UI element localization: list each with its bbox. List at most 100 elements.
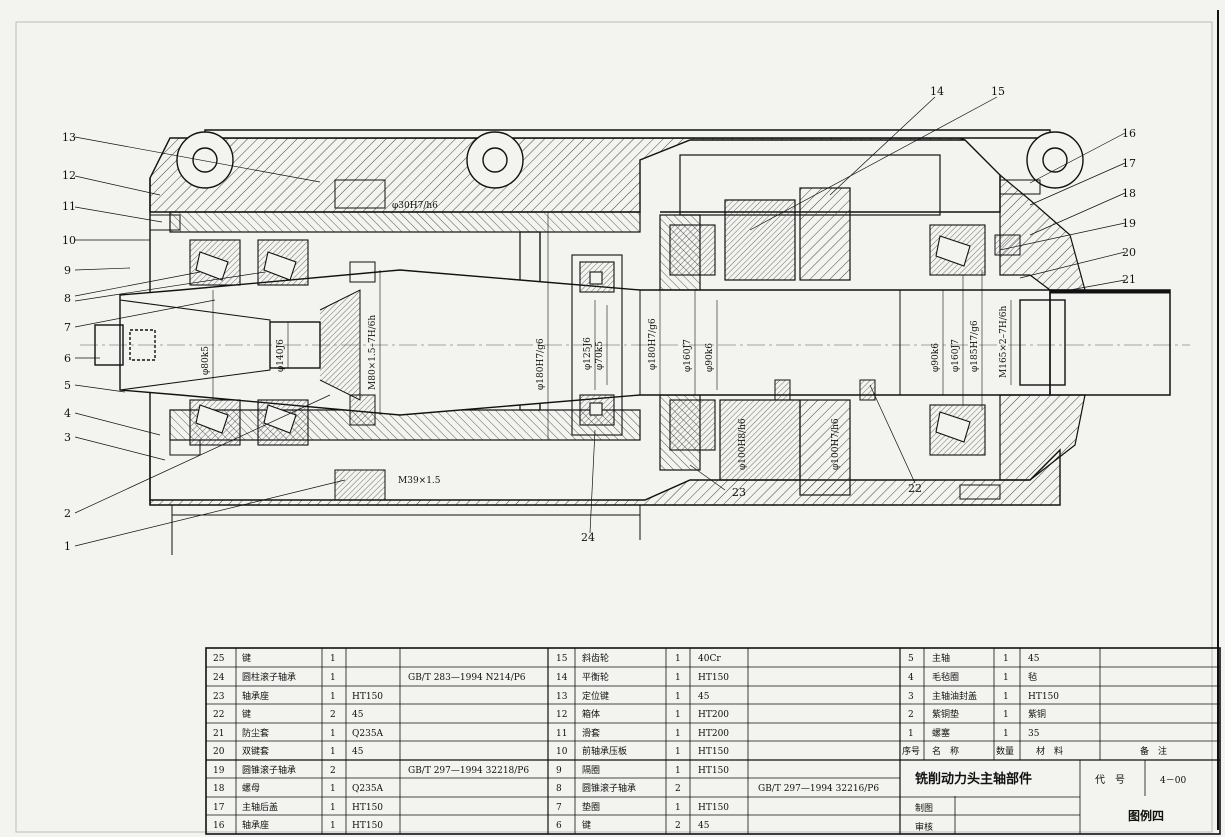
dim-30h7: φ30H7/h6 <box>392 201 438 211</box>
dim-160j7-b: φ160J7 <box>951 339 961 372</box>
bom-name: 键 <box>582 819 591 831</box>
bom-qty: 2 <box>675 821 681 831</box>
bom-name: 螺母 <box>242 783 260 794</box>
bom-qty: 1 <box>675 729 681 739</box>
figure-number: 图例四 <box>1128 808 1164 823</box>
dim-180h7-b: φ180H7/g6 <box>648 318 658 370</box>
bom-no: 11 <box>556 729 567 739</box>
callout-10: 10 <box>62 234 76 247</box>
bom-no: 9 <box>556 766 562 776</box>
bom-mat: HT150 <box>1028 692 1059 702</box>
callout-20: 20 <box>1122 246 1136 259</box>
bom-name: 防尘套 <box>242 727 269 739</box>
bom-qty: 1 <box>330 821 336 831</box>
callout-11: 11 <box>62 200 76 213</box>
bom-mat: HT150 <box>352 692 383 702</box>
bom-mat: HT150 <box>698 747 729 757</box>
bom-qty: 1 <box>330 803 336 813</box>
bom-qty: 1 <box>675 766 681 776</box>
dim-90k6-a: φ90k6 <box>705 343 715 372</box>
bom-name: 滑套 <box>582 727 600 739</box>
bom-col1-text: 25 键 1 24 圆柱滚子轴承 1 GB/T 283—1994 N214/P6… <box>213 652 529 831</box>
callout-15: 15 <box>991 85 1005 98</box>
bom-name: 毛毡圈 <box>932 671 959 683</box>
code-label: 代 号 <box>1095 774 1125 786</box>
callout-8: 8 <box>64 292 71 305</box>
bom-mat: 40Cr <box>698 654 721 664</box>
callout-5: 5 <box>64 379 71 392</box>
bom-qty: 1 <box>675 710 681 720</box>
bom-qty: 1 <box>330 673 336 683</box>
callout-24: 24 <box>581 531 595 544</box>
dim-80k5: φ80k5 <box>201 346 211 375</box>
bom-no: 15 <box>556 654 568 664</box>
bom-mat: HT200 <box>698 710 729 720</box>
bom-name: 平衡轮 <box>582 671 609 683</box>
callout-2: 2 <box>64 507 71 520</box>
bom-no: 17 <box>213 803 225 813</box>
bom-no: 21 <box>213 729 224 739</box>
bom-mat: 45 <box>1028 654 1040 664</box>
bom-no: 12 <box>556 710 567 720</box>
bom-name: 螺塞 <box>932 727 950 739</box>
bom-table <box>205 647 1221 835</box>
callout-labels: 13 12 11 10 9 8 7 6 5 4 3 2 1 14 15 16 1… <box>62 85 1136 553</box>
title-block: 铣削动力头主轴部件 代 号 4－00 制图 审核 图例四 <box>915 771 1186 833</box>
bom-no: 16 <box>213 821 225 831</box>
bom-std: GB/T 283—1994 N214/P6 <box>408 673 526 683</box>
callout-13: 13 <box>62 131 76 144</box>
dim-185h7: φ185H7/g6 <box>970 320 980 372</box>
callout-17: 17 <box>1122 157 1136 170</box>
dim-90k6-b: φ90k6 <box>931 343 941 372</box>
callout-4: 4 <box>64 407 71 420</box>
outer-frame <box>15 21 1213 833</box>
bom-mat: 紫铜 <box>1028 708 1046 720</box>
dim-180h7-a: φ180H7/g6 <box>536 338 546 390</box>
bom-name: 键 <box>242 652 251 664</box>
bom-no: 7 <box>556 803 562 813</box>
checked-label: 审核 <box>915 821 933 833</box>
bom-qty: 1 <box>675 692 681 702</box>
bom-qty: 2 <box>675 784 681 794</box>
callout-23: 23 <box>732 486 746 499</box>
dimension-labels: φ30H7/h6 M39×1.5 φ80k5 φ140J6 M80×1.5–7H… <box>201 201 1009 486</box>
bom-col2-text: 15 斜齿轮 1 40Cr 14 平衡轮 1 HT150 13 定位键 1 45… <box>556 652 879 831</box>
callout-3: 3 <box>64 431 71 444</box>
bom-mat: HT150 <box>352 821 383 831</box>
bom-qty: 1 <box>1003 729 1009 739</box>
bom-header-remark: 备 注 <box>1140 745 1167 757</box>
bom-qty: 1 <box>675 747 681 757</box>
bom-name: 圆锥滚子轴承 <box>582 782 636 794</box>
dim-m80: M80×1.5–7H/6h <box>368 315 378 390</box>
main-spindle <box>80 269 1190 416</box>
drawn-label: 制图 <box>915 802 933 814</box>
bom-qty: 2 <box>330 766 336 776</box>
bom-qty: 1 <box>1003 654 1009 664</box>
rear-bearings <box>669 224 986 456</box>
callout-6: 6 <box>64 352 71 365</box>
bom-name: 键 <box>242 708 251 720</box>
bom-name: 定位键 <box>582 690 609 702</box>
code-value: 4－00 <box>1160 776 1186 786</box>
bom-no: 25 <box>213 654 225 664</box>
dimension-lines <box>212 212 1012 470</box>
bom-name: 圆柱滚子轴承 <box>242 671 296 683</box>
callout-12: 12 <box>62 169 76 182</box>
bom-mat: 45 <box>352 710 364 720</box>
bom-name: 隔圈 <box>582 765 600 776</box>
bom-name: 轴承座 <box>242 690 269 702</box>
bom-no: 23 <box>213 692 225 702</box>
cylindrical-bearing <box>571 254 623 436</box>
callout-1: 1 <box>64 540 71 553</box>
bom-no: 22 <box>213 710 224 720</box>
bom-no: 6 <box>556 821 562 831</box>
bom-no: 4 <box>908 673 914 683</box>
rear-cover <box>999 173 1086 481</box>
callout-22: 22 <box>908 482 922 495</box>
bom-no: 18 <box>213 784 225 794</box>
bom-name: 主轴 <box>932 652 950 664</box>
bom-qty: 1 <box>330 692 336 702</box>
bom-no: 10 <box>556 747 568 757</box>
bom-no: 20 <box>213 747 225 757</box>
callout-18: 18 <box>1122 187 1136 200</box>
